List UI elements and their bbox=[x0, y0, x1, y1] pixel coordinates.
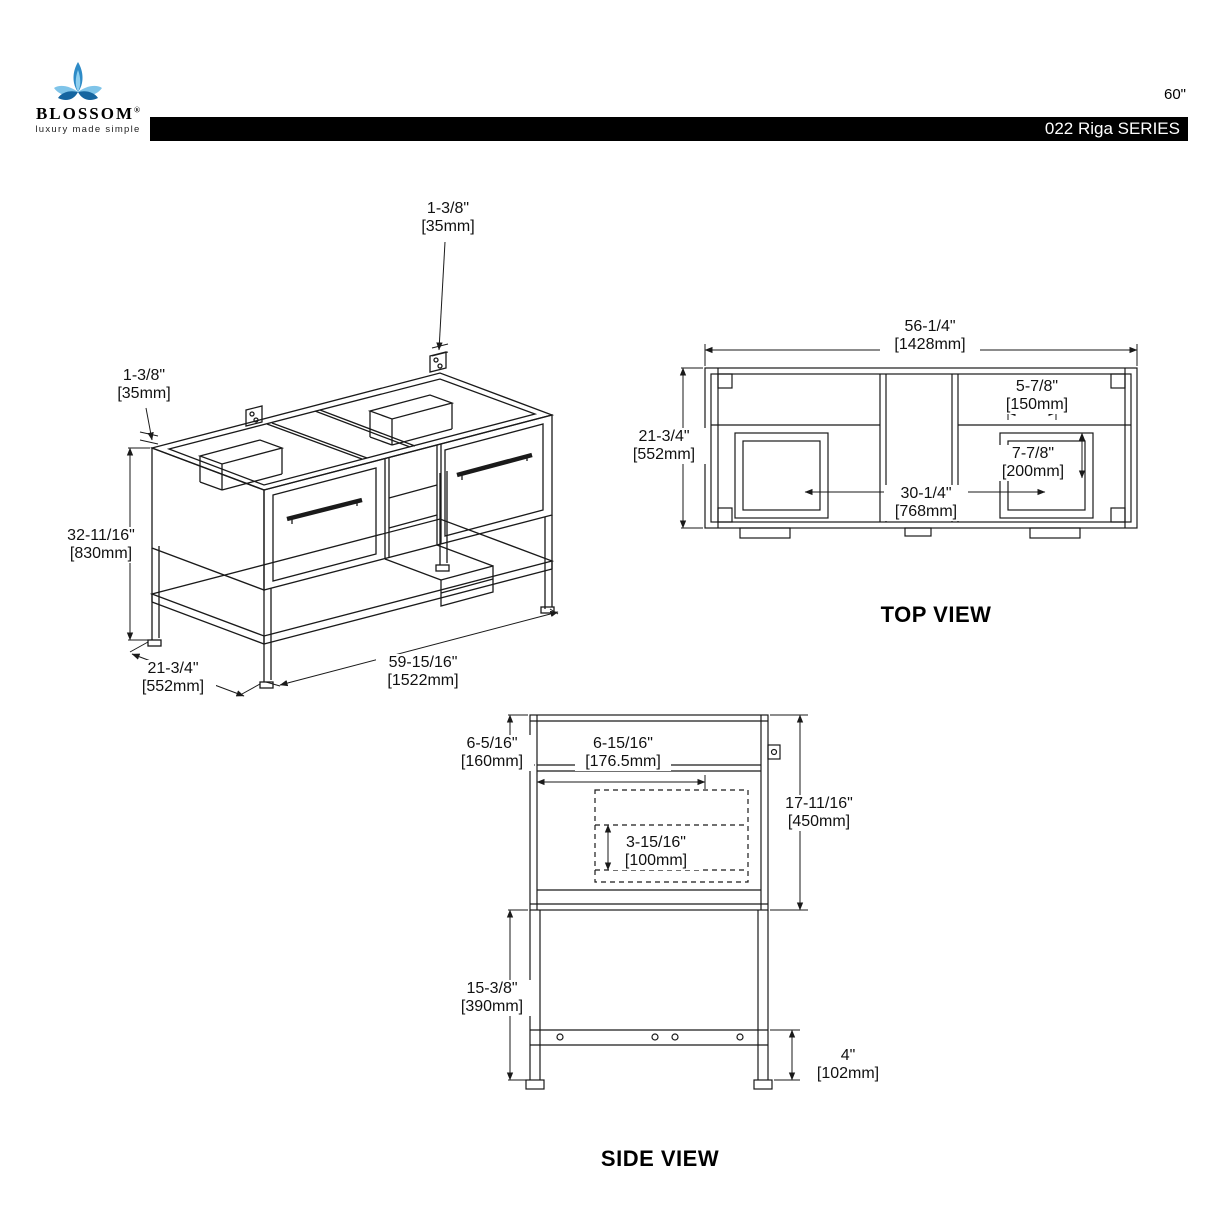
dim-top-center-span: 30-1/4" [768mm] bbox=[884, 485, 968, 521]
dim-iso-depth: 21-3/4" [552mm] bbox=[130, 660, 216, 696]
blossom-logo-icon bbox=[54, 62, 102, 100]
dim-top-depth: 21-3/4" [552mm] bbox=[622, 428, 706, 464]
registered-mark: ® bbox=[134, 105, 141, 115]
dim-side-top-depth: 6-15/16" [176.5mm] bbox=[575, 735, 671, 771]
dim-top-sink-offset: 5-7/8" [150mm] bbox=[995, 378, 1079, 414]
dim-side-leg-height: 15-3/8" [390mm] bbox=[450, 980, 534, 1016]
dim-top-width: 56-1/4" [1428mm] bbox=[880, 318, 980, 354]
dim-top-sink-depth: 7-7/8" [200mm] bbox=[991, 445, 1075, 481]
dim-iso-left-frame: 1-3/8" [35mm] bbox=[108, 367, 180, 403]
dim-side-top-height: 6-5/16" [160mm] bbox=[450, 735, 534, 771]
isometric-drawing bbox=[126, 241, 559, 697]
dim-side-cabinet-height: 17-11/16" [450mm] bbox=[773, 795, 865, 831]
top-view-drawing bbox=[679, 344, 1138, 539]
brand-name: BLOSSOM® bbox=[35, 104, 141, 123]
series-label: 022 Riga SERIES bbox=[1044, 119, 1180, 138]
dim-side-drawer-height: 3-15/16" [100mm] bbox=[612, 834, 700, 870]
dim-iso-top-frame: 1-3/8" [35mm] bbox=[412, 200, 484, 236]
brand-tagline: luxury made simple bbox=[35, 124, 141, 135]
side-view-title: SIDE VIEW bbox=[600, 1146, 720, 1171]
series-bar: 022 Riga SERIES bbox=[150, 117, 1188, 141]
dim-iso-height: 32-11/16" [830mm] bbox=[60, 527, 142, 563]
size-label: 60" bbox=[1163, 86, 1186, 103]
side-view-drawing bbox=[506, 714, 808, 1090]
dim-side-shelf-height: 4" [102mm] bbox=[810, 1047, 886, 1083]
dim-iso-width: 59-15/16" [1522mm] bbox=[376, 654, 470, 690]
top-view-title: TOP VIEW bbox=[880, 602, 992, 627]
